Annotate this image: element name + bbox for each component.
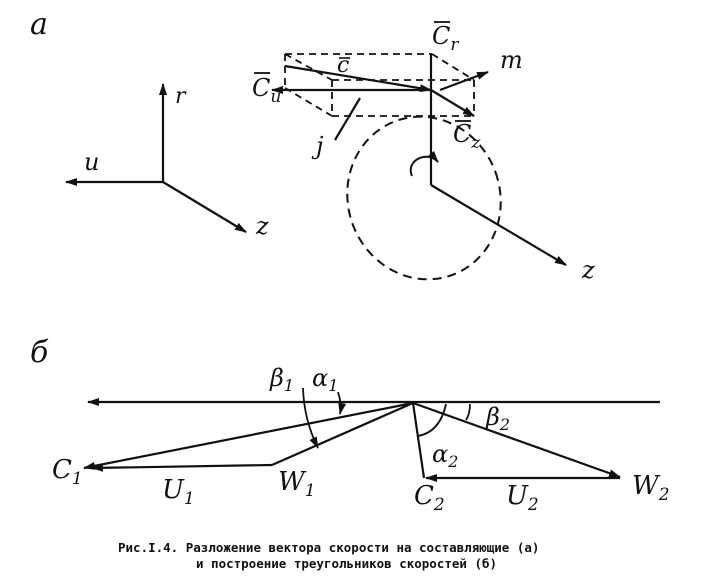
arc-alpha2	[417, 403, 447, 437]
vector-m-arrow	[439, 70, 489, 92]
panel-a-label: а	[30, 7, 48, 42]
vector-c2-line	[411, 402, 426, 479]
arc-beta1	[302, 387, 319, 449]
label-cu: Cu	[252, 74, 281, 107]
label-c: c	[337, 53, 349, 78]
axis-z-arrow	[162, 181, 247, 233]
vector-j-line	[334, 97, 361, 141]
rotation-arrow-icon	[409, 150, 439, 177]
arc-beta2	[465, 403, 471, 421]
label-j: j	[311, 132, 324, 160]
vector-box	[284, 53, 475, 117]
segment-u2-label: U2	[506, 481, 539, 515]
label-cr: Cr	[432, 22, 459, 55]
point-w1-label: W1	[278, 467, 316, 501]
arc-alpha1	[337, 391, 347, 415]
vector-components	[271, 54, 567, 266]
angle-alpha2-label: α2	[432, 440, 458, 471]
label-m: m	[500, 46, 523, 74]
axis-z2-label: z	[581, 256, 595, 284]
point-c2-label: C2	[414, 481, 445, 515]
axis-u-label: u	[84, 148, 99, 176]
vector-w1-line	[271, 401, 414, 467]
vector-w2-arrow	[412, 401, 621, 479]
angle-beta2-label: β2	[485, 403, 510, 434]
panel-b-label: б	[30, 335, 49, 370]
vector-cz-arrow	[430, 89, 475, 117]
vector-c1-arrow	[83, 401, 414, 470]
label-cz: Cz	[453, 120, 481, 153]
vector-u1-arrow	[91, 463, 273, 472]
point-w2-label: W2	[632, 471, 670, 505]
angle-beta1-label: β1	[269, 364, 294, 395]
figure-caption-line-1: Рис.I.4. Разложение вектора скорости на …	[118, 540, 540, 555]
rotation-ellipse	[346, 115, 502, 281]
segment-u1-label: U1	[162, 475, 195, 509]
angle-alpha1-label: α1	[312, 364, 338, 395]
point-c1-label: C1	[52, 455, 83, 489]
axis-r-label: r	[175, 84, 187, 109]
figure-caption-line-2: и построение треугольников скоростей (б)	[196, 556, 498, 571]
velocity-triangles	[83, 398, 660, 482]
axis-z-label: z	[255, 212, 269, 240]
panel-a-axes	[65, 83, 247, 233]
axis-z2-arrow	[430, 184, 567, 266]
angle-arcs	[302, 387, 471, 449]
vector-c-arrow	[284, 64, 432, 93]
